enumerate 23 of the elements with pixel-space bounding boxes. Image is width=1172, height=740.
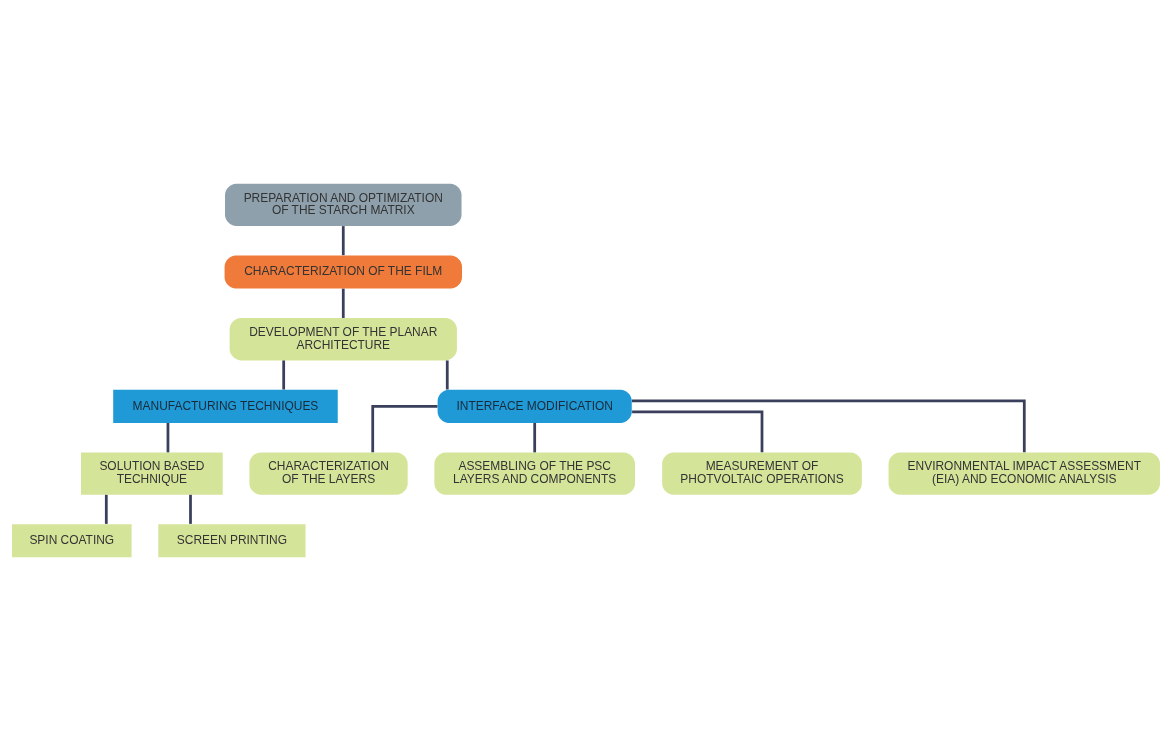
node-box: PREPARATION AND OPTIMIZATION OF THE STARCH MATRIX <box>225 183 462 226</box>
connector <box>282 359 286 389</box>
connector <box>632 410 764 452</box>
connector <box>445 359 449 389</box>
node-box: MANUFACTURING TECHNIQUES <box>113 389 338 423</box>
connector <box>632 399 1026 452</box>
node-box: INTERFACE MODIFICATION <box>437 389 632 423</box>
node-box: MEASUREMENT OF PHOTVOLTAIC OPERATIONS <box>662 451 862 495</box>
node-box: SPIN COATING <box>11 523 132 557</box>
connector <box>104 494 108 524</box>
node-box: SOLUTION BASED TECHNIQUE <box>81 451 223 495</box>
connector <box>341 288 345 318</box>
node-box: ENVIRONMENTAL IMPACT ASSESSMENT (EIA) AND ECONOMIC ANALYSIS <box>888 451 1161 495</box>
node-box: DEVELOPMENT OF THE PLANAR ARCHITECTURE <box>229 317 457 360</box>
connector <box>166 422 170 452</box>
connector <box>371 404 438 452</box>
node-box: ASSEMBLING OF THE PSC LAYERS AND COMPONENTS <box>434 451 635 495</box>
connector <box>189 494 192 524</box>
node-box: CHARACTERIZATION OF THE LAYERS <box>249 451 408 495</box>
node-box: SCREEN PRINTING <box>158 523 306 557</box>
connector <box>341 225 345 255</box>
connector <box>533 422 537 452</box>
node-box: CHARACTERIZATION OF THE FILM <box>224 254 462 289</box>
